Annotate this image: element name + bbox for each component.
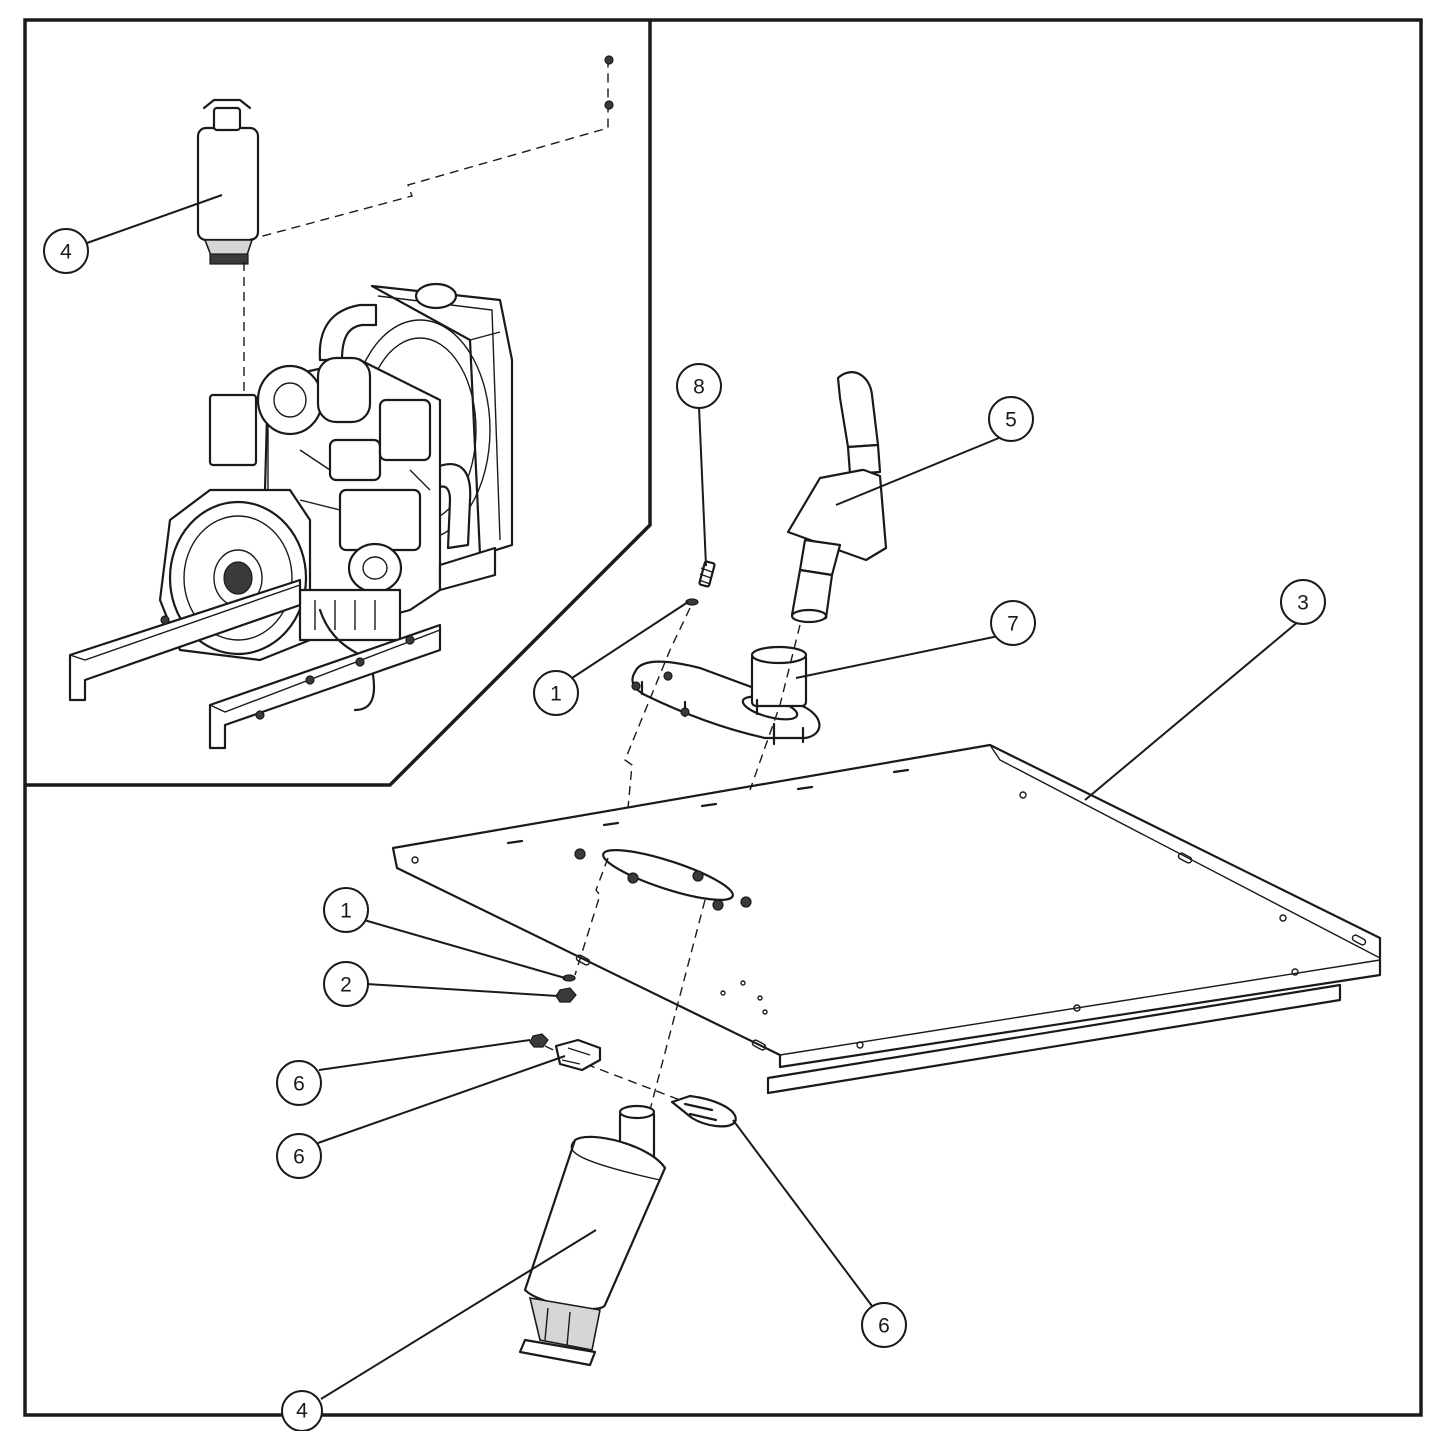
clamp-bracket-drawing [554,1038,602,1072]
pipe-to-panel-line [749,624,801,791]
clamp-line [544,1045,681,1101]
svg-text:1: 1 [340,900,352,923]
nut-drawing [555,987,577,1003]
callout-muffler: 4 [281,1390,323,1431]
svg-text:3: 3 [1297,592,1309,615]
callout-stud: 8 [676,363,722,409]
inset-routing-line [247,62,609,241]
callout-washer-top: 1 [533,670,579,716]
inset-engine-assembly [68,55,614,750]
outer-frame [23,18,1423,1417]
callout-clamp-nut: 6 [276,1060,322,1106]
callout-u-bolt: 6 [861,1302,907,1348]
svg-text:4: 4 [296,1400,308,1423]
u-bolt-drawing [670,1094,737,1128]
tailpipe-drawing [786,371,888,624]
callout-inset-muffler: 4 [43,228,89,274]
inset-frame [25,20,652,787]
stud-to-panel-line [624,607,691,809]
svg-text:6: 6 [878,1315,890,1338]
svg-text:8: 8 [693,376,705,399]
callout-flange: 7 [990,600,1036,646]
callout-tailpipe: 5 [988,396,1034,442]
callout-clamp-bracket: 6 [276,1133,322,1179]
svg-text:4: 4 [60,241,72,264]
flange-drawing [631,645,821,746]
inset-muffler-drawing [196,98,260,265]
callout-leaders [86,194,1300,1400]
callout-nut: 2 [323,961,369,1007]
panel-drawing [391,743,1382,1095]
svg-text:5: 5 [1005,409,1017,432]
muffler-to-panel-line [649,899,706,1111]
clamp-nut-drawing [529,1033,549,1048]
bolt-drop-line [574,857,609,976]
callout-washer-bottom: 1 [323,887,369,933]
stud-drawing [685,560,716,606]
muffler-drawing [518,1104,667,1367]
svg-text:2: 2 [340,974,352,997]
svg-text:1: 1 [550,683,562,706]
svg-text:7: 7 [1007,613,1019,636]
svg-text:6: 6 [293,1146,305,1169]
callout-panel: 3 [1280,579,1326,625]
svg-text:6: 6 [293,1073,305,1096]
